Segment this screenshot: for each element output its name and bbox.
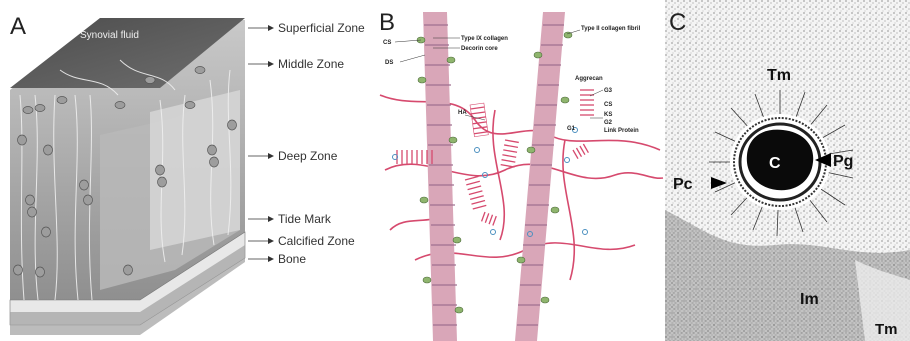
matrix-molecules-illustration: B	[375, 0, 665, 341]
label-cs-aggrecan: CS	[604, 102, 612, 108]
zone-label-calcified: Calcified Zone	[278, 234, 355, 248]
panel-a-letter: A	[10, 13, 26, 40]
label-tm-bottom: Tm	[875, 321, 898, 338]
panel-a-cartilage-zones: A Synovial fluid	[0, 0, 375, 341]
cartilage-block-illustration: A Synovial fluid	[0, 0, 375, 341]
label-g1: G1	[567, 126, 576, 132]
chondron-micrograph: Tm C Pg Pc Im Tm C	[665, 0, 910, 341]
zone-leader-lines	[248, 28, 268, 259]
label-g3: G3	[604, 88, 613, 94]
zone-label-bone: Bone	[278, 252, 306, 266]
label-ha: HA	[458, 110, 467, 116]
label-pc: Pc	[673, 176, 693, 193]
panel-b-letter: B	[379, 9, 395, 36]
label-ks: KS	[604, 112, 612, 118]
panel-b-matrix-molecules: B	[375, 0, 665, 341]
label-type-ix-collagen: Type IX collagen	[461, 36, 508, 42]
zone-arrowheads	[268, 25, 274, 262]
zone-label-tide-mark: Tide Mark	[278, 212, 332, 226]
label-g2: G2	[604, 120, 613, 126]
zone-label-middle: Middle Zone	[278, 57, 344, 71]
label-type-ii-collagen: Type II collagen fibril	[581, 26, 641, 32]
label-c: C	[769, 155, 781, 172]
synovial-fluid-label: Synovial fluid	[80, 30, 139, 41]
label-aggrecan: Aggrecan	[575, 76, 603, 82]
panel-c-chondron-micrograph: Tm C Pg Pc Im Tm C	[665, 0, 910, 341]
label-cs: CS	[383, 40, 391, 46]
label-tm-top: Tm	[767, 67, 791, 84]
zone-label-deep: Deep Zone	[278, 149, 338, 163]
label-pg: Pg	[833, 153, 853, 170]
label-link-protein: Link Protein	[604, 128, 639, 134]
collagen-fibril-left	[417, 12, 463, 341]
label-im: Im	[800, 291, 819, 308]
panel-c-letter: C	[669, 9, 686, 36]
hyaluronan-strands	[380, 95, 663, 280]
label-ds: DS	[385, 60, 393, 66]
zone-label-superficial: Superficial Zone	[278, 21, 365, 35]
label-decorin-core: Decorin core	[461, 46, 498, 52]
